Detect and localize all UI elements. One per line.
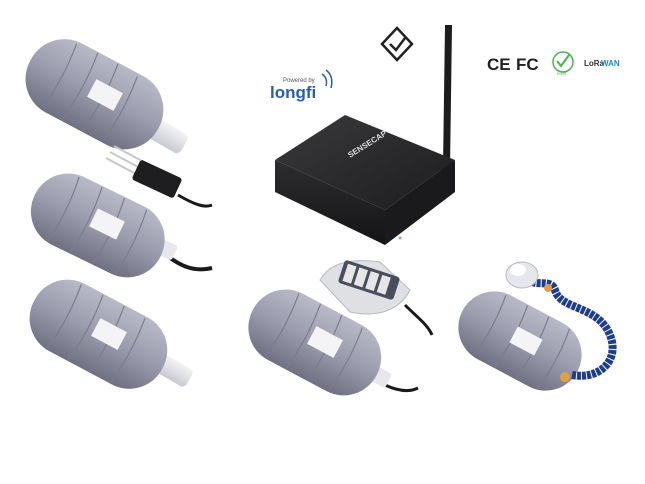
longfi-logo: Powered by longfi [270,69,333,102]
sensor-3 [29,279,193,389]
svg-text:FC: FC [516,55,539,74]
sensor-5 [458,261,617,391]
longfi-signal-icon [321,73,328,87]
gooseneck [530,278,617,380]
sensor-3-label [91,318,127,350]
junction-box [319,260,434,336]
sensor-1 [25,39,188,154]
sensor-2-label [89,208,125,240]
longfi-wordmark: longfi [270,83,316,102]
rcm-tick-icon [380,26,414,62]
gateway-front [275,160,385,245]
powered-by-text: Powered by [283,78,315,84]
gateway-led [398,236,402,240]
gateway-side [385,160,455,245]
sensor-2 [30,145,213,278]
ce-mark-icon: CE [487,55,511,74]
svg-text:CE: CE [487,55,511,74]
svg-text:WAN: WAN [601,59,620,68]
sensor-4 [248,260,434,396]
svg-text:LoRa: LoRa [584,59,605,68]
gateway-top [275,115,455,210]
svg-text:RoHS: RoHS [557,72,567,76]
sensor-1-label [87,79,123,111]
soil-probe [105,145,213,208]
fcc-mark-icon: FC [516,55,539,74]
lorawan-logo-icon: LoRa WAN [584,59,620,68]
rohs-icon: RoHS [552,51,574,76]
gateway-antenna [443,25,452,168]
